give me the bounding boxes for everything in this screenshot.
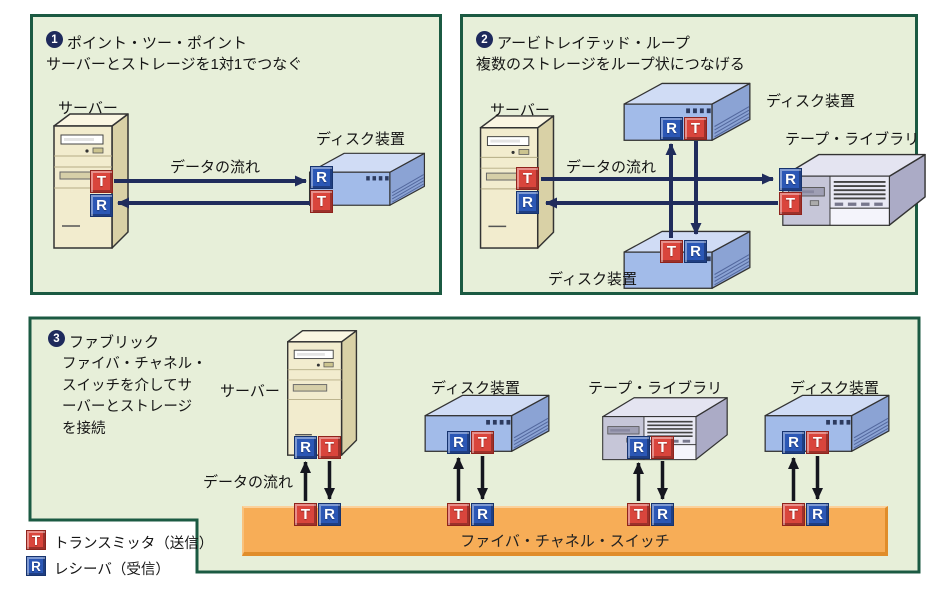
receiver-chip: R <box>806 503 829 526</box>
receiver-chip: R <box>684 240 707 263</box>
panel3-disk2-label: ディスク装置 <box>790 380 879 397</box>
panel2-flow-label: データの流れ <box>566 159 657 176</box>
receiver-chip: R <box>651 503 674 526</box>
panel2-title: アービトレイテッド・ループ <box>497 35 690 52</box>
transmitter-chip: T <box>684 117 707 140</box>
transmitter-chip: T <box>310 190 333 213</box>
panel2-badge: 2 <box>476 31 493 48</box>
receiver-chip: R <box>660 117 683 140</box>
transmitter-chip: T <box>447 503 470 526</box>
fc-switch-bar <box>242 506 888 556</box>
transmitter-chip: T <box>318 436 341 459</box>
panel3-badge: 3 <box>48 330 65 347</box>
panel3-server-label: サーバー <box>220 383 280 400</box>
receiver-chip: R <box>471 503 494 526</box>
panel1-title: ポイント・ツー・ポイント <box>67 35 248 52</box>
panel3-title: ファブリック <box>69 334 160 351</box>
transmitter-chip: T <box>471 431 494 454</box>
panel3-disk1-label: ディスク装置 <box>431 380 520 397</box>
receiver-chip: R <box>447 431 470 454</box>
transmitter-chip: T <box>779 192 802 215</box>
panel2-server-label: サーバー <box>490 102 550 119</box>
legend-transmitter-chip: T <box>26 530 46 550</box>
transmitter-chip: T <box>627 503 650 526</box>
receiver-chip: R <box>627 436 650 459</box>
panel1-flow-label: データの流れ <box>170 159 261 176</box>
transmitter-chip: T <box>516 167 539 190</box>
transmitter-chip: T <box>294 503 317 526</box>
panel2-disk-top-label: ディスク装置 <box>766 93 855 110</box>
transmitter-chip: T <box>782 503 805 526</box>
panel1-badge: 1 <box>46 31 63 48</box>
panel1-server-label: サーバー <box>58 100 118 117</box>
transmitter-chip: T <box>806 431 829 454</box>
panel3-subtitle: ファイバ・チャネル・ スイッチを介してサ ーバーとストレージ を接続 <box>62 356 207 437</box>
panel1-subtitle: サーバーとストレージを1対1でつなぐ <box>46 56 303 73</box>
legend-receiver-chip: R <box>26 556 46 576</box>
panel3-flow-label: データの流れ <box>203 474 294 491</box>
panel1-disk-label: ディスク装置 <box>316 131 405 148</box>
legend-receiver-label: レシーバ（受信） <box>54 562 170 578</box>
receiver-chip: R <box>294 436 317 459</box>
panel2-subtitle: 複数のストレージをループ状につなげる <box>476 56 745 73</box>
receiver-chip: R <box>782 431 805 454</box>
receiver-chip: R <box>516 191 539 214</box>
receiver-chip: R <box>310 166 333 189</box>
transmitter-chip: T <box>660 240 683 263</box>
fc-switch-label: ファイバ・チャネル・スイッチ <box>460 533 670 550</box>
panel3-tape-label: テープ・ライブラリ <box>588 380 723 397</box>
transmitter-chip: T <box>651 436 674 459</box>
panel2-disk-bottom-label: ディスク装置 <box>548 271 637 288</box>
receiver-chip: R <box>318 503 341 526</box>
transmitter-chip: T <box>90 170 113 193</box>
legend-transmitter-label: トランスミッタ（送信） <box>54 536 214 552</box>
receiver-chip: R <box>90 194 113 217</box>
panel2-tape-label: テープ・ライブラリ <box>785 131 920 148</box>
receiver-chip: R <box>779 168 802 191</box>
